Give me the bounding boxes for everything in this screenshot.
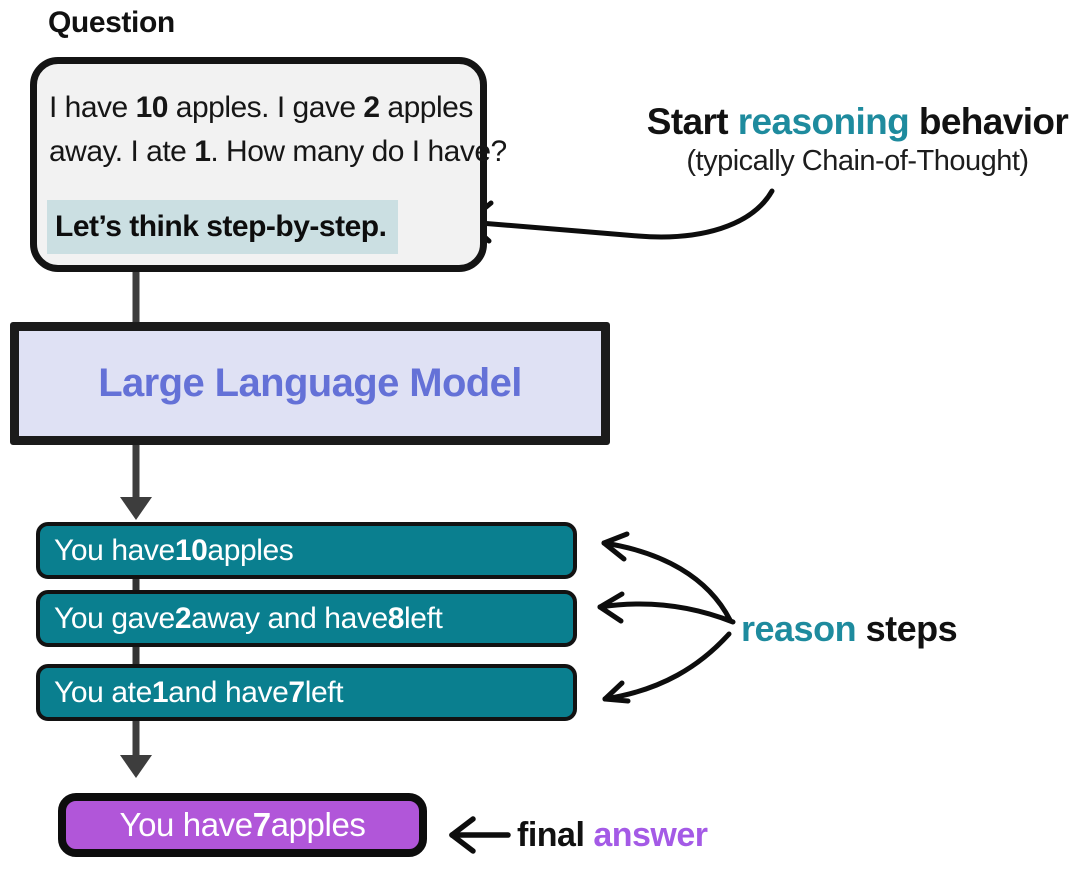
question-line-1: I have 10 apples. I gave 2 apples (49, 91, 473, 124)
final-answer-annotation: final answer (517, 816, 708, 854)
reason-steps-fan-arrows (597, 531, 736, 704)
flow-arrowhead-llm-to-steps (120, 497, 152, 520)
flow-arrowhead-steps-to-answer (120, 755, 152, 778)
final-answer-box: You have 7 apples (58, 793, 427, 857)
reasoning-accent-text: reasoning (737, 101, 910, 142)
reason-steps-annotation: reason steps (741, 608, 958, 649)
reasoning-annotation-arrow (465, 188, 775, 244)
question-text: I have 10 apples. I gave 2 apples away. … (49, 86, 507, 174)
question-box: I have 10 apples. I gave 2 apples away. … (30, 57, 507, 272)
reason-step-3: You ate 1 and have 7 left (36, 664, 577, 721)
answer-accent-text: answer (593, 816, 708, 854)
reasoning-annotation-title: Start reasoning behavior (646, 101, 1069, 142)
reason-step-1: You have 10 apples (36, 522, 577, 579)
llm-label: Large Language Model (98, 361, 522, 405)
question-line-2: away. I ate 1. How many do I have? (49, 135, 507, 168)
llm-box: Large Language Model (10, 322, 610, 445)
reasoning-annotation: Start reasoning behavior (typically Chai… (625, 101, 1080, 178)
cot-trigger-highlight: Let’s think step-by-step. (47, 200, 399, 254)
question-label: Question (48, 6, 175, 39)
reason-accent-text: reason (741, 608, 857, 649)
reasoning-annotation-subtitle: (typically Chain-of-Thought) (686, 145, 1029, 177)
reason-step-2: You gave 2 away and have 8 left (36, 590, 577, 647)
final-answer-arrow (449, 816, 511, 854)
